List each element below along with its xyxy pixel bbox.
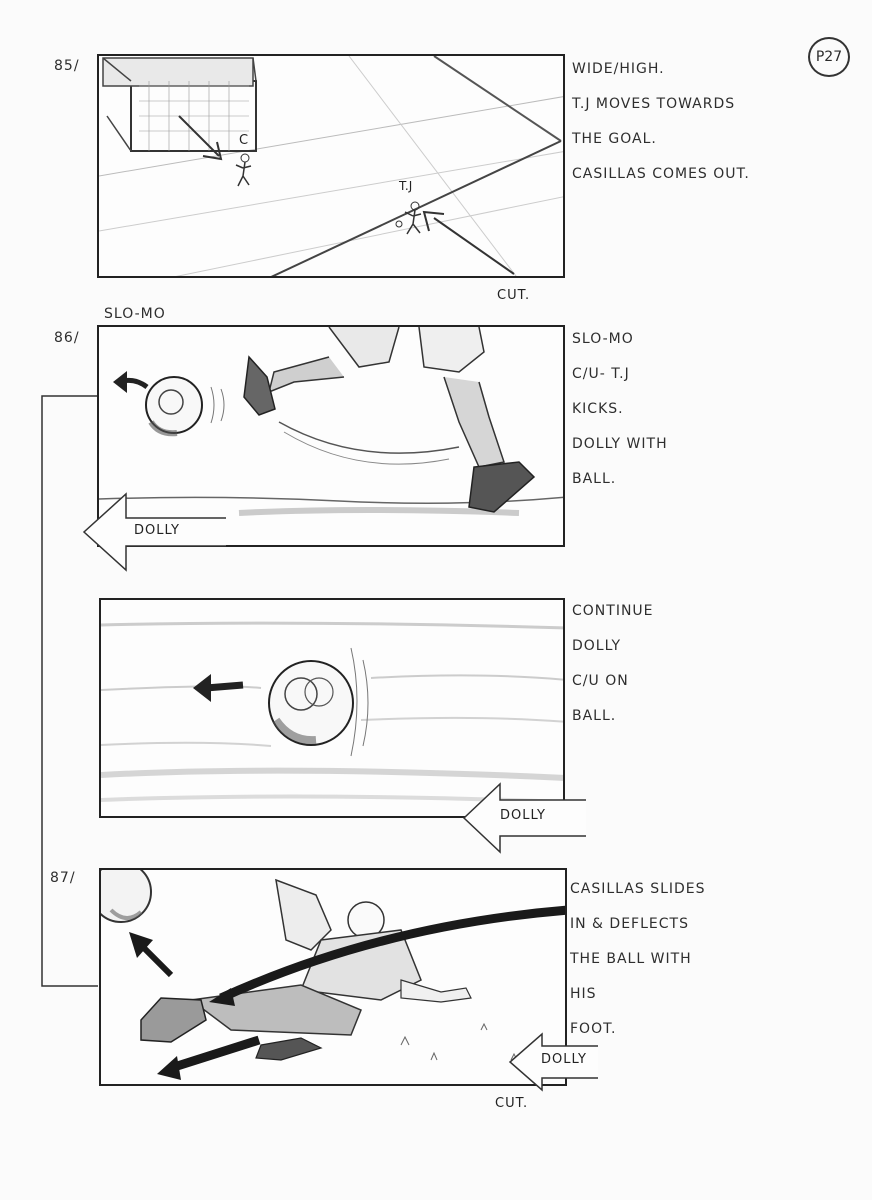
note-line: IN & DEFLECTS [570, 916, 689, 932]
panel-87-notes: CASILLAS SLIDES IN & DEFLECTS THE BALL W… [570, 872, 820, 1047]
note-line: THE BALL WITH [570, 951, 692, 967]
note-line: THE GOAL. [572, 131, 657, 147]
panel-86-drawing [99, 327, 563, 516]
storyboard-panel-86 [97, 325, 565, 547]
ball-icon [101, 870, 152, 923]
panel-85-notes: WIDE/HIGH. T.J MOVES TOWARDS THE GOAL. C… [572, 52, 822, 192]
panel-number-87: 87/ [50, 870, 76, 886]
note-line: C/U- T.J [572, 366, 630, 382]
panel-87-drawing [101, 870, 565, 1080]
panel-continue-notes: CONTINUE DOLLY C/U ON BALL. [572, 594, 822, 734]
panel-number-85: 85/ [54, 58, 80, 74]
ball-icon [268, 647, 369, 757]
note-line: CASILLAS SLIDES [570, 881, 706, 897]
storyboard-panel-continue [99, 598, 565, 818]
panel-86-notes: SLO-MO C/U- T.J KICKS. DOLLY WITH BALL. [572, 322, 822, 497]
note-line: DOLLY [572, 638, 622, 654]
dolly-arrow-87-icon [508, 1032, 598, 1092]
sequence-bracket [41, 395, 98, 987]
note-line: BALL. [572, 471, 617, 487]
player-figure-icon [395, 201, 422, 235]
note-line: DOLLY WITH [572, 436, 668, 452]
note-line: FOOT. [570, 1021, 617, 1037]
panel-number-86: 86/ [54, 330, 80, 346]
sliding-keeper-icon [140, 878, 472, 1061]
dolly-arrow-86-icon [82, 492, 226, 572]
note-line: WIDE/HIGH. [572, 61, 665, 77]
note-line: HIS [570, 986, 597, 1002]
dolly-arrow-continue-icon [462, 782, 586, 854]
storyboard-panel-85: C T.J [97, 54, 565, 278]
note-line: CASILLAS COMES OUT. [572, 166, 750, 182]
keeper-label: C [239, 133, 248, 148]
dolly-label-86: DOLLY [134, 523, 180, 538]
note-line: SLO-MO [572, 331, 634, 347]
panel-86-heading: SLO-MO [104, 306, 166, 322]
goal-net-icon [102, 57, 257, 152]
storyboard-panel-87 [99, 868, 567, 1086]
player-label: T.J [398, 179, 412, 193]
page-number-badge: P27 [808, 37, 850, 77]
ball-icon [145, 376, 225, 437]
transition-cut-87: CUT. [495, 1096, 529, 1111]
dolly-label-continue: DOLLY [500, 808, 546, 823]
note-line: T.J MOVES TOWARDS [572, 96, 736, 112]
note-line: KICKS. [572, 401, 624, 417]
note-line: CONTINUE [572, 603, 654, 619]
keeper-figure-icon [235, 153, 252, 187]
dolly-label-87: DOLLY [541, 1052, 587, 1067]
panel-85-drawing: C T.J [99, 56, 563, 276]
note-line: BALL. [572, 708, 617, 724]
note-line: C/U ON [572, 673, 629, 689]
transition-cut-85: CUT. [497, 288, 531, 303]
kicking-legs-icon [243, 327, 536, 513]
